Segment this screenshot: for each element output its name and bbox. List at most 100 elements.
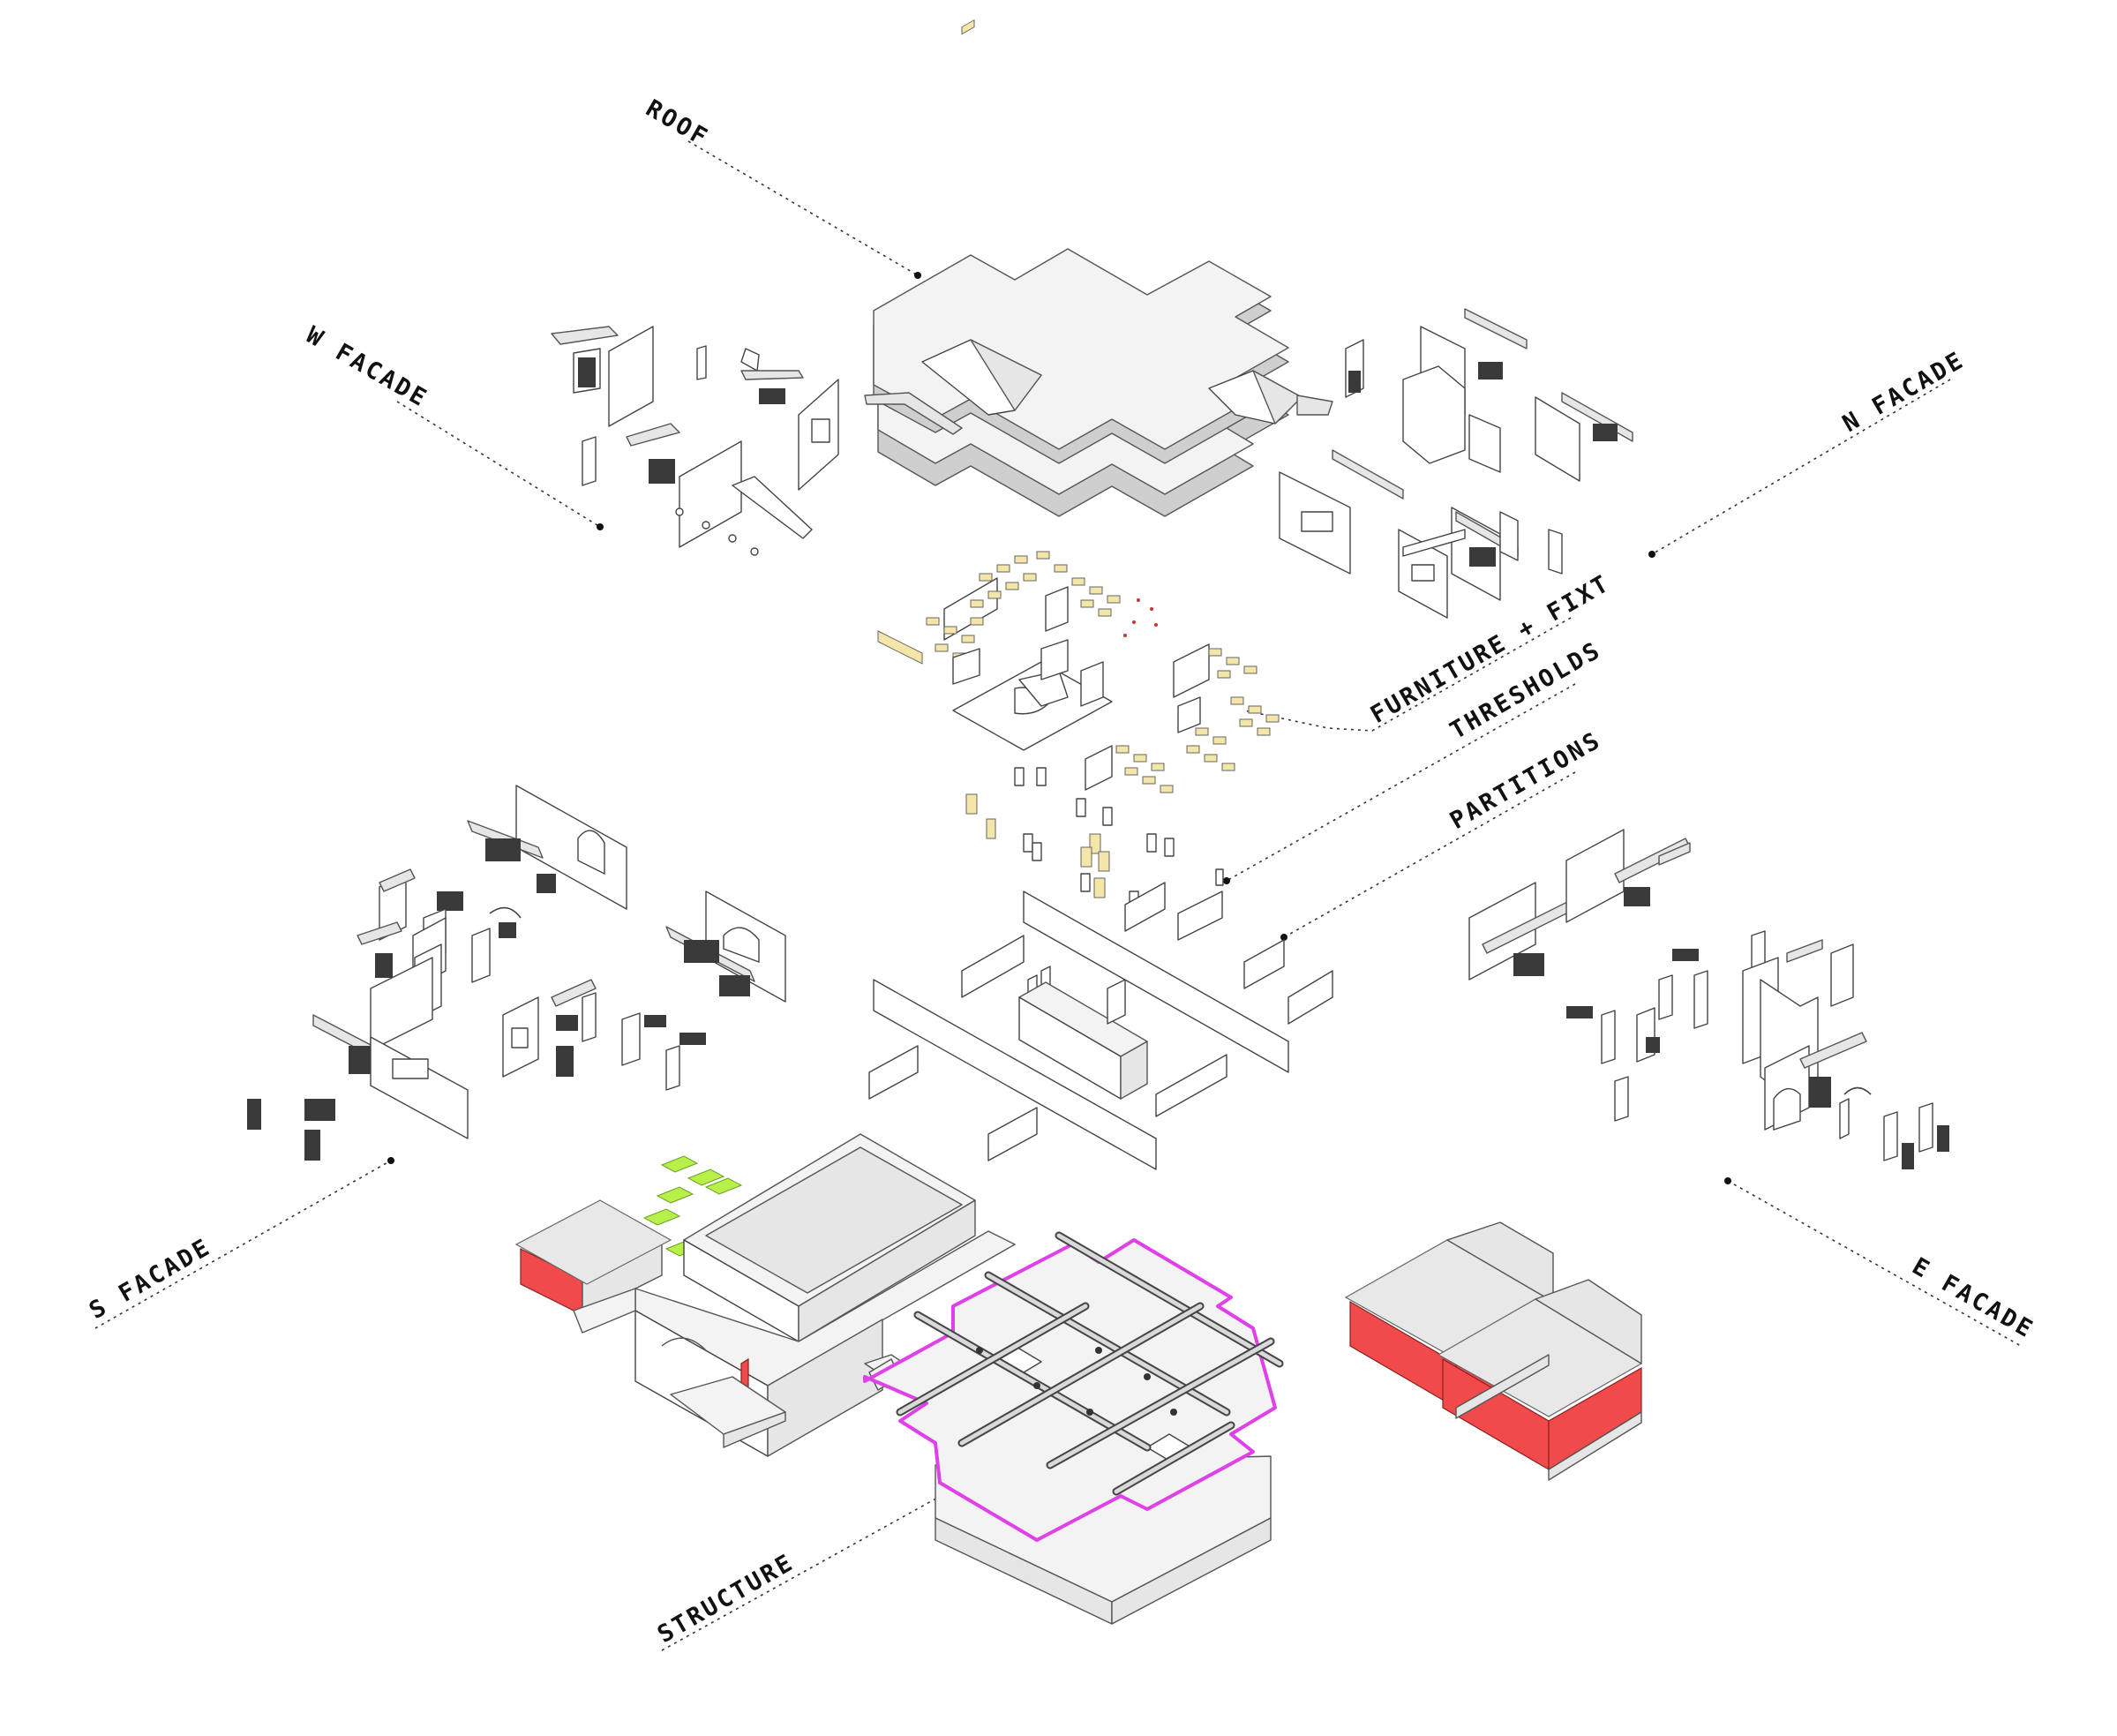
red-house-west-roof <box>514 1199 672 1285</box>
n-facade-window-1 <box>1348 371 1361 393</box>
partition-wall-long-1 <box>1023 891 1289 1073</box>
w-facade-bollard-2 <box>702 521 710 530</box>
e-facade-cornice-5 <box>1799 1032 1867 1069</box>
furniture-screen-4 <box>1040 639 1069 680</box>
furniture-desk-cluster-4 <box>1115 745 1174 793</box>
w-facade-opening-2 <box>811 418 830 443</box>
s-facade-grille-2 <box>499 922 516 938</box>
leader-lines <box>94 140 2022 1651</box>
w-facade-cornice-3 <box>626 423 680 447</box>
e-facade-grille-3 <box>1646 1037 1660 1053</box>
e-facade-grille-1 <box>1672 949 1699 961</box>
partition-wall-short-4 <box>1155 1054 1227 1117</box>
s-facade-grille-4 <box>679 1033 706 1045</box>
gym-lower-wall-side <box>767 1319 883 1457</box>
w-facade-window-3 <box>649 459 675 484</box>
s-facade-pier-1 <box>247 1099 261 1130</box>
label-roof: ROOF <box>642 94 714 152</box>
furniture-screen-5 <box>1080 661 1104 707</box>
furniture-screen-3 <box>1045 586 1069 632</box>
e-facade-column-7 <box>1614 1076 1629 1122</box>
green-marker-2 <box>687 1169 725 1186</box>
w-facade-window-2 <box>759 388 785 404</box>
roof-canopy-west <box>864 392 963 435</box>
s-facade-arch-frag <box>489 906 522 919</box>
threshold-door-3 <box>1036 767 1047 786</box>
s-facade-cornice-2 <box>379 868 416 892</box>
s-facade-pier-2 <box>304 1130 320 1161</box>
n-facade-window-2 <box>1478 362 1503 380</box>
threshold-door-12 <box>1146 833 1157 853</box>
n-facade-cornice-1 <box>1332 449 1404 500</box>
s-facade-arch-1 <box>577 830 605 876</box>
threshold-door-1 <box>965 793 978 815</box>
leader-thresholds <box>1226 683 1576 882</box>
n-facade-window-3 <box>1593 424 1618 441</box>
partition-wall-short-6 <box>987 1107 1038 1161</box>
partition-wall-long-2 <box>873 979 1157 1170</box>
w-facade-cornice-2 <box>740 370 804 380</box>
s-facade-layer <box>247 785 786 1161</box>
s-facade-wall-4 <box>370 1036 469 1139</box>
gym-upper-wall-side <box>798 1199 976 1342</box>
roof-layer <box>864 248 1333 517</box>
s-facade-window-8 <box>556 1046 574 1077</box>
n-facade-column-2 <box>1468 414 1501 473</box>
e-facade-column-4 <box>1830 943 1854 1007</box>
furniture-desk-cluster-5 <box>1208 648 1257 679</box>
w-facade-pilaster-1 <box>582 436 597 486</box>
main-building-base-side <box>1111 1517 1272 1625</box>
s-facade-grille-1 <box>437 891 463 911</box>
e-facade-cornice-2 <box>1614 838 1691 883</box>
e-facade-grille-2 <box>1566 1006 1593 1018</box>
w-facade-bollard-1 <box>675 507 684 516</box>
s-facade-opening-4 <box>392 1058 429 1079</box>
s-facade-window-2 <box>537 874 556 893</box>
e-facade-column-2 <box>1693 970 1708 1029</box>
e-facade-pier-2 <box>1902 1143 1914 1169</box>
s-facade-column-6 <box>665 1045 680 1091</box>
s-facade-opening-6 <box>511 1027 529 1048</box>
s-facade-window-7 <box>556 1015 578 1031</box>
leader-dot-partitions <box>1280 934 1287 941</box>
partition-wall-short-1 <box>961 935 1025 998</box>
label-e-facade: E FACADE <box>1908 1252 2039 1344</box>
leader-dot-thresholds <box>1223 877 1230 884</box>
s-facade-window-5 <box>684 940 719 963</box>
s-facade-wall-3 <box>370 957 433 1051</box>
s-facade-cornice-6 <box>551 979 597 1007</box>
e-facade-column-8 <box>1839 1098 1850 1139</box>
furniture-layer <box>877 19 1280 793</box>
n-facade-column-4 <box>1548 529 1563 575</box>
leader-furniture <box>1243 617 1572 732</box>
furniture-screen-7 <box>1173 643 1210 698</box>
n-facade-window-5 <box>1469 547 1496 567</box>
e-facade-column-6 <box>1636 1007 1655 1063</box>
leader-roof <box>687 140 919 276</box>
furniture-bench-yellow <box>877 630 923 665</box>
green-marker-5 <box>642 1208 681 1226</box>
label-w-facade: W FACADE <box>302 321 433 413</box>
leader-e-facade <box>1727 1180 2022 1347</box>
e-facade-column-10 <box>1918 1102 1933 1153</box>
w-facade-bollard-3 <box>728 534 737 543</box>
partition-column-3 <box>1107 979 1126 1025</box>
furniture-court <box>952 661 1113 751</box>
furniture-screen-8 <box>1177 696 1201 733</box>
w-facade-wall-3 <box>679 440 742 548</box>
n-facade-opening-4 <box>1411 564 1435 582</box>
gym-upper-roof-inner <box>705 1146 963 1294</box>
partition-wall-short-2 <box>1243 939 1285 989</box>
leader-w-facade <box>396 401 601 528</box>
leader-dot-w-facade <box>597 523 604 530</box>
e-facade-cornice-3 <box>1658 842 1691 866</box>
threshold-door-8 <box>1023 833 1033 853</box>
s-facade-wall-1 <box>515 785 627 910</box>
e-facade-arch-frag <box>1843 1086 1872 1095</box>
threshold-door-15 <box>1093 877 1106 898</box>
e-facade-pier-3 <box>1937 1125 1949 1152</box>
s-facade-window-1 <box>485 838 521 861</box>
s-facade-cornice-3 <box>357 921 402 945</box>
w-facade-bollard-4 <box>750 547 759 556</box>
